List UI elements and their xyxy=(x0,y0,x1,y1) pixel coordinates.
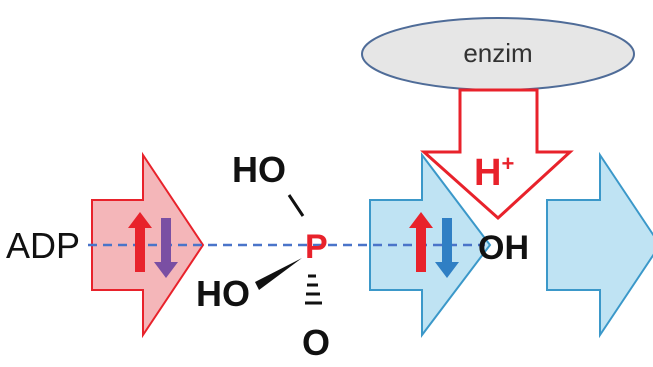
left-hydroxyl-label: HO xyxy=(196,273,250,314)
bottom-oxygen-label: O xyxy=(302,322,330,362)
right-block-arrow xyxy=(546,151,653,339)
enzyme-label: enzim xyxy=(463,38,532,68)
wedge-bond xyxy=(255,258,302,290)
right-hydroxyl-label: OH xyxy=(478,229,529,267)
adp-label: ADP xyxy=(6,225,80,266)
down-arrow-icon xyxy=(154,218,178,278)
top-bond xyxy=(287,194,305,217)
phosphorus-label: P xyxy=(305,228,328,266)
proton-symbol: H xyxy=(474,152,501,194)
proton-transfer-arrow xyxy=(420,88,574,221)
proton-label: H+ xyxy=(474,151,514,194)
up-arrow-icon xyxy=(409,212,433,272)
proton-charge: + xyxy=(501,151,514,176)
hashed-bond xyxy=(305,274,322,305)
up-arrow-icon xyxy=(128,212,152,272)
left-block-arrow xyxy=(91,151,205,339)
top-hydroxyl-label: HO xyxy=(232,149,286,190)
middle-block-arrow xyxy=(369,152,492,338)
down-arrow-icon xyxy=(435,218,459,278)
